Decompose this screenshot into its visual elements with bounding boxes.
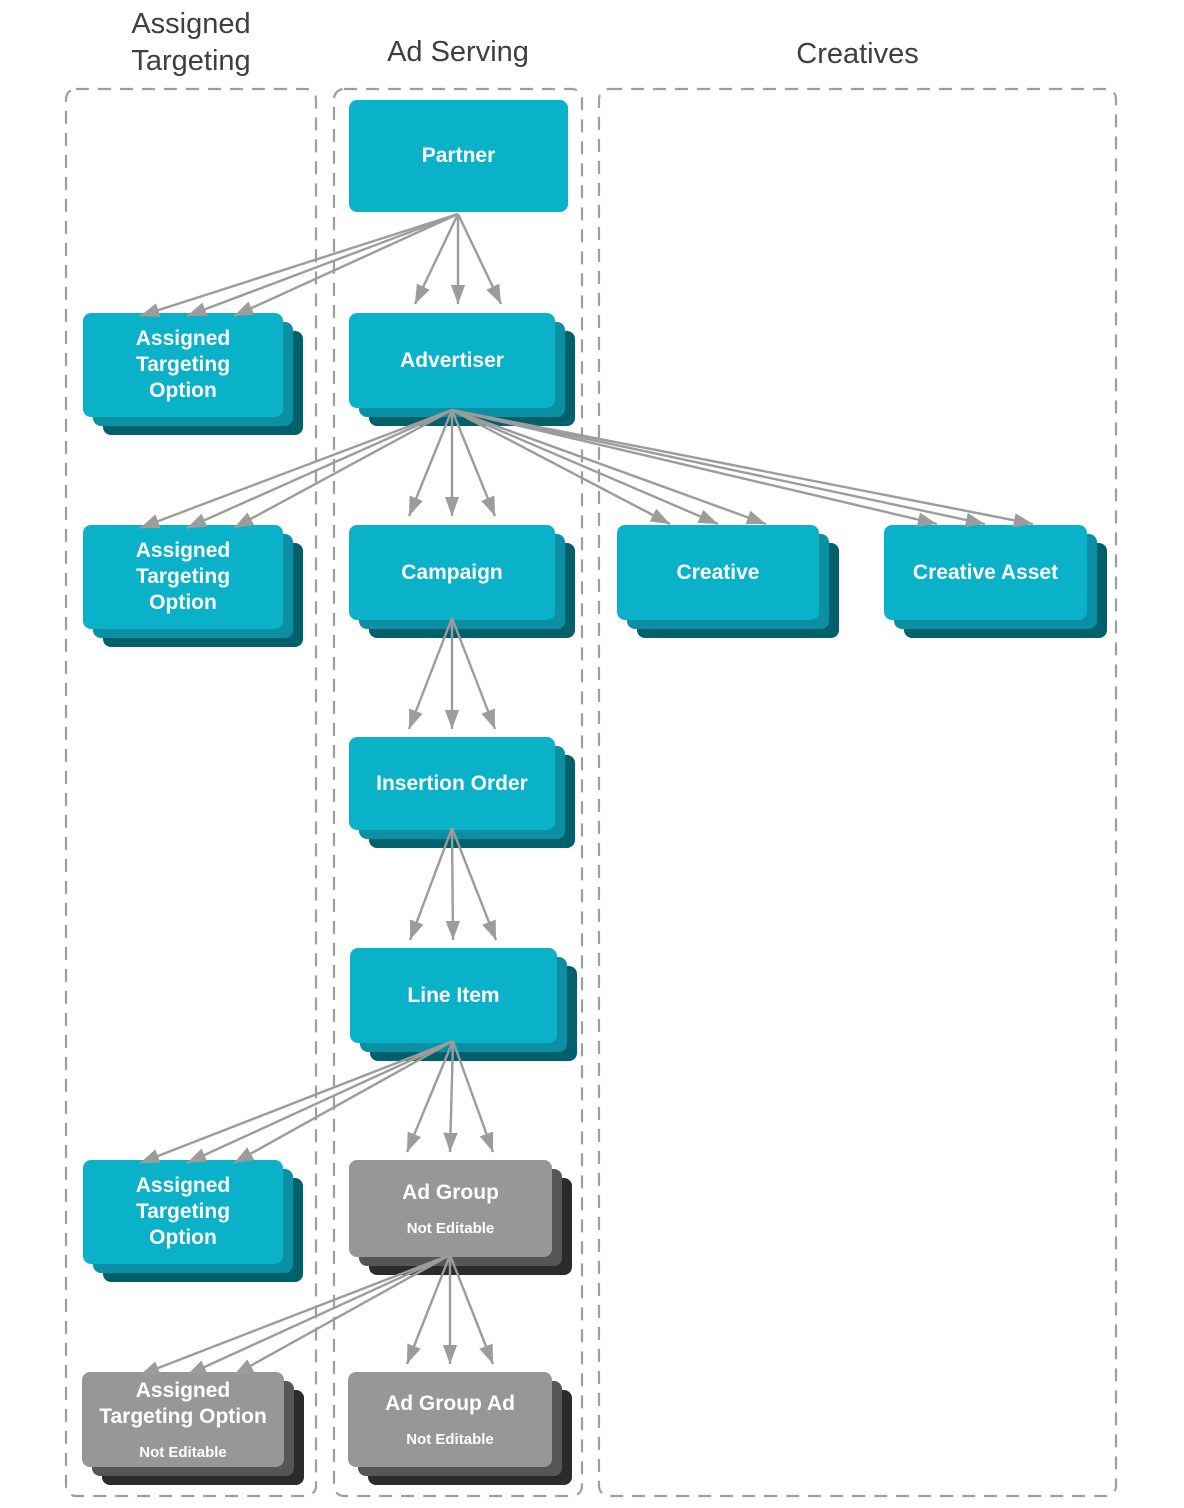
column-header-assigned-targeting: Assigned Targeting — [131, 8, 251, 77]
column-border-creatives — [597, 87, 1118, 1498]
node-label: Creative — [676, 560, 760, 584]
node-label: Partner — [421, 144, 496, 167]
node-creative-asset: Creative Asset — [884, 525, 1087, 620]
node-label: Ad Group Ad — [385, 1392, 515, 1415]
node-label: Assigned Targeting Option — [99, 1379, 267, 1428]
node-partner: Partner — [349, 100, 568, 212]
node-sublabel: Not Editable — [406, 1220, 495, 1237]
node-ad-group-ad: Ad Group Ad Not Editable — [348, 1372, 552, 1467]
node-insertion-order: Insertion Order — [349, 737, 555, 830]
node-campaign: Campaign — [349, 525, 555, 620]
node-assigned-targeting-option-partner: Assigned Targeting Option — [83, 313, 283, 417]
node-assigned-targeting-option-line-item: Assigned Targeting Option — [83, 1160, 283, 1264]
node-ad-group: Ad Group Not Editable — [349, 1160, 552, 1257]
node-label: Advertiser — [400, 348, 504, 372]
node-assigned-targeting-option-ad-group: Assigned Targeting Option Not Editable — [82, 1372, 284, 1467]
column-header-creatives: Creatives — [796, 38, 919, 70]
node-label: Assigned Targeting Option — [135, 539, 231, 614]
column-header-ad-serving: Ad Serving — [387, 36, 529, 68]
node-label: Ad Group — [402, 1181, 499, 1204]
node-advertiser: Advertiser — [349, 313, 555, 408]
node-assigned-targeting-option-advertiser: Assigned Targeting Option — [83, 525, 283, 629]
node-label: Assigned Targeting Option — [135, 1174, 231, 1249]
column-border-ad-serving — [332, 87, 584, 1498]
node-label: Assigned Targeting Option — [135, 327, 231, 402]
node-creative: Creative — [617, 525, 819, 620]
node-label: Line Item — [407, 983, 500, 1007]
node-sublabel: Not Editable — [406, 1431, 494, 1448]
node-label: Campaign — [401, 560, 503, 584]
node-line-item: Line Item — [350, 948, 557, 1043]
node-label: Creative Asset — [912, 560, 1059, 584]
node-label: Insertion Order — [376, 771, 528, 795]
column-border-assigned-targeting — [64, 87, 318, 1498]
node-sublabel: Not Editable — [139, 1444, 227, 1461]
